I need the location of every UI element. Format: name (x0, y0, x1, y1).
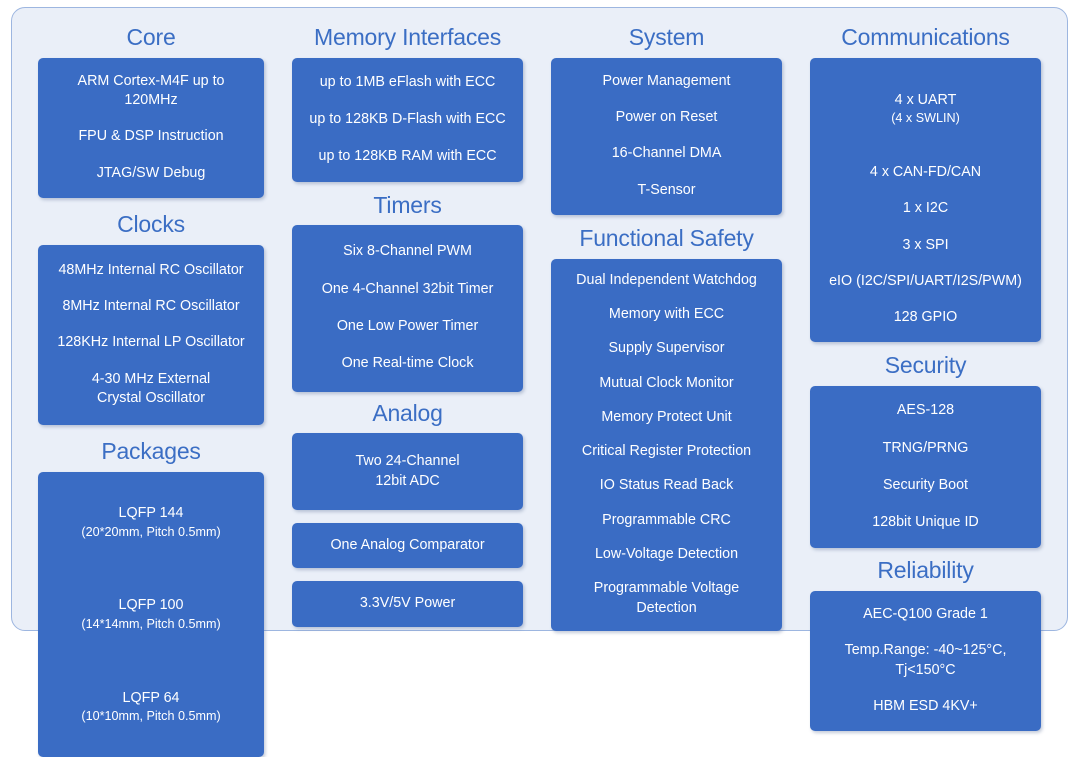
group-title-communications: Communications (841, 24, 1010, 50)
card-line: IO Status Read Back (599, 477, 734, 494)
card-line: 4 x CAN-FD/CAN (869, 164, 982, 180)
card-line: Two 24-Channel 12bit ADC (355, 453, 460, 489)
card-adc[interactable]: Two 24-Channel 12bit ADC (292, 433, 524, 510)
card-line: Memory Protect Unit (601, 408, 732, 425)
card-line: Programmable Voltage Detection (593, 580, 740, 616)
card-line: 3 x SPI (902, 236, 949, 253)
card-line: LQFP 100 (14*14mm, Pitch 0.5mm) (73, 577, 228, 651)
column-system: System Power Management Power on Reset 1… (537, 18, 796, 631)
card-line: 128KHz Internal LP Oscillator (57, 334, 245, 351)
group-title-security: Security (884, 352, 967, 379)
card-packages[interactable]: LQFP 144 (20*20mm, Pitch 0.5mm) LQFP 100… (38, 471, 265, 757)
card-line: Low-Voltage Detection (594, 546, 739, 563)
group-communications: Communications 4 x UART (4 x SWLIN) 4 x … (796, 20, 1055, 343)
card-line: Memory with ECC (608, 305, 725, 322)
feature-panel: Core ARM Cortex-M4F up to 120MHz FPU & D… (11, 7, 1068, 757)
card-line: FPU & DSP Instruction (78, 128, 224, 145)
group-title-system: System (628, 24, 705, 50)
card-communications[interactable]: 4 x UART (4 x SWLIN) 4 x CAN-FD/CAN 1 x … (810, 57, 1041, 343)
card-line: One 4-Channel 32bit Timer (321, 280, 494, 297)
card-power-supply[interactable]: 3.3V/5V Power (292, 581, 524, 627)
column-core: Core ARM Cortex-M4F up to 120MHz FPU & D… (24, 18, 278, 757)
card-timers[interactable]: Six 8-Channel PWM One 4-Channel 32bit Ti… (292, 225, 524, 392)
card-line: 3.3V/5V Power (359, 595, 456, 612)
group-title-reliability: Reliability (877, 557, 974, 584)
card-line: Mutual Clock Monitor (599, 374, 734, 391)
card-line: 128bit Unique ID (872, 514, 979, 531)
card-line: up to 128KB RAM with ECC (318, 148, 497, 165)
group-title-packages: Packages (101, 438, 201, 465)
card-line: eIO (I2C/SPI/UART/I2S/PWM) (829, 272, 1022, 289)
card-line-sub: (10*10mm, Pitch 0.5mm) (81, 709, 221, 724)
card-line-sub: (14*14mm, Pitch 0.5mm) (81, 616, 221, 631)
card-line-main: LQFP 144 (118, 505, 184, 522)
card-line: T-Sensor (637, 181, 696, 198)
column-communications: Communications 4 x UART (4 x SWLIN) 4 x … (796, 18, 1055, 732)
card-line: One Real-time Clock (341, 355, 474, 372)
card-analog-comparator[interactable]: One Analog Comparator (292, 522, 524, 569)
card-line: Temp.Range: -40~125°C, Tj<150°C (844, 642, 1007, 678)
card-line: JTAG/SW Debug (96, 164, 206, 181)
card-line: One Low Power Timer (336, 317, 479, 334)
card-line: HBM ESD 4KV+ (873, 698, 978, 715)
card-line: 8MHz Internal RC Oscillator (62, 297, 240, 314)
card-memory-interfaces[interactable]: up to 1MB eFlash with ECC up to 128KB D-… (292, 57, 524, 182)
card-clocks[interactable]: 48MHz Internal RC Oscillator 8MHz Intern… (38, 244, 265, 426)
card-line: LQFP 144 (20*20mm, Pitch 0.5mm) (73, 485, 228, 559)
card-security[interactable]: AES-128 TRNG/PRNG Security Boot 128bit U… (810, 386, 1041, 549)
card-line: Critical Register Protection (581, 443, 752, 460)
group-title-clocks: Clocks (117, 210, 185, 237)
card-line: 16-Channel DMA (611, 145, 722, 162)
card-line: Security Boot (882, 476, 969, 493)
card-line-main: 4 x UART (894, 92, 957, 109)
card-line: up to 128KB D-Flash with ECC (309, 111, 506, 128)
group-title-core: Core (126, 24, 176, 50)
group-title-functional-safety: Functional Safety (579, 224, 754, 251)
card-reliability[interactable]: AEC-Q100 Grade 1 Temp.Range: -40~125°C, … (810, 591, 1041, 732)
card-line: Six 8-Channel PWM (343, 243, 472, 260)
group-core: Core ARM Cortex-M4F up to 120MHz FPU & D… (24, 20, 278, 198)
card-line: up to 1MB eFlash with ECC (319, 73, 496, 90)
card-line-main: LQFP 100 (118, 597, 184, 614)
group-packages: Packages LQFP 144 (20*20mm, Pitch 0.5mm)… (24, 434, 278, 757)
card-line: Dual Independent Watchdog (576, 271, 757, 288)
card-line: LQFP 64 (10*10mm, Pitch 0.5mm) (73, 669, 228, 743)
card-line: Programmable CRC (602, 511, 731, 528)
group-clocks: Clocks 48MHz Internal RC Oscillator 8MHz… (24, 207, 278, 426)
card-line: ARM Cortex-M4F up to 120MHz (77, 72, 225, 109)
column-memory: Memory Interfaces up to 1MB eFlash with … (278, 18, 537, 627)
card-line: Power Management (602, 72, 731, 89)
card-line: AEC-Q100 Grade 1 (863, 606, 988, 623)
card-line: 4 x UART (4 x SWLIN) (883, 72, 968, 146)
card-line: AES-128 (896, 402, 955, 419)
card-line: One Analog Comparator (330, 536, 485, 553)
card-line-sub: (4 x SWLIN) (891, 111, 960, 126)
group-security: Security AES-128 TRNG/PRNG Security Boot… (796, 348, 1055, 549)
group-title-memory-interfaces: Memory Interfaces (314, 24, 502, 50)
card-line: Power on Reset (615, 109, 718, 126)
card-line: TRNG/PRNG (882, 439, 969, 456)
card-system[interactable]: Power Management Power on Reset 16-Chann… (551, 57, 783, 215)
group-title-analog: Analog (372, 399, 443, 426)
card-functional-safety[interactable]: Dual Independent Watchdog Memory with EC… (551, 258, 783, 631)
feature-columns: Core ARM Cortex-M4F up to 120MHz FPU & D… (12, 8, 1067, 757)
card-line: 1 x I2C (902, 200, 949, 217)
card-line: 4-30 MHz External Crystal Oscillator (91, 370, 211, 406)
group-memory-interfaces: Memory Interfaces up to 1MB eFlash with … (278, 20, 537, 182)
card-line-sub: (20*20mm, Pitch 0.5mm) (81, 524, 221, 539)
card-line: 128 GPIO (893, 309, 958, 326)
card-core[interactable]: ARM Cortex-M4F up to 120MHz FPU & DSP In… (38, 57, 265, 198)
group-timers: Timers Six 8-Channel PWM One 4-Channel 3… (278, 188, 537, 392)
group-analog: Analog Two 24-Channel 12bit ADC One Anal… (278, 396, 537, 627)
card-line: Supply Supervisor (608, 340, 725, 357)
group-title-timers: Timers (373, 191, 442, 218)
group-functional-safety: Functional Safety Dual Independent Watch… (537, 221, 796, 631)
group-reliability: Reliability AEC-Q100 Grade 1 Temp.Range:… (796, 553, 1055, 732)
card-line-main: LQFP 64 (122, 689, 180, 706)
group-system: System Power Management Power on Reset 1… (537, 20, 796, 215)
card-line: 48MHz Internal RC Oscillator (58, 261, 244, 278)
